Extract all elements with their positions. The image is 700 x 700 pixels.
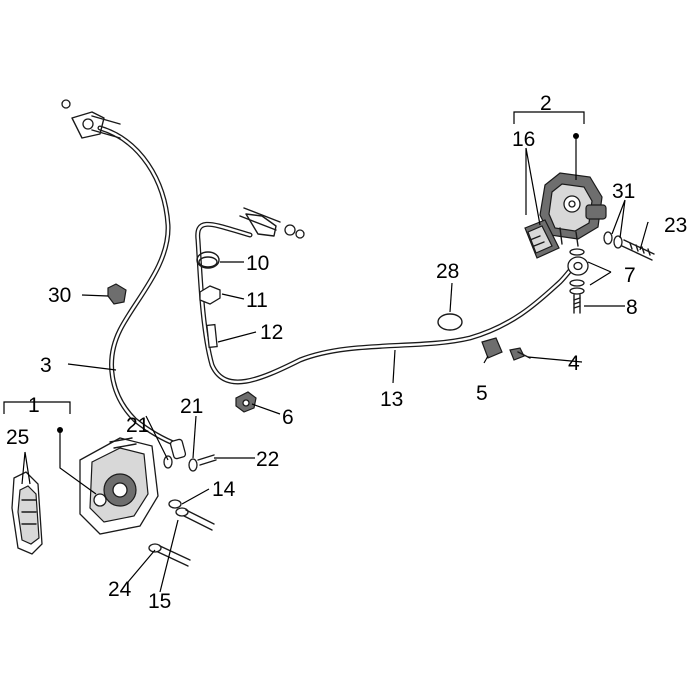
clip-30 [107, 283, 127, 305]
ring-28 [437, 313, 463, 331]
clip-6 [235, 391, 257, 413]
assembly-marker-2 [573, 133, 579, 139]
brake-caliper [79, 437, 159, 535]
label-21-left: 21 [126, 414, 149, 437]
label-11: 11 [246, 289, 268, 312]
caliper-hardware [148, 454, 217, 567]
label-23: 23 [664, 214, 687, 237]
label-14: 14 [212, 478, 236, 501]
master-cylinder-hardware [569, 231, 655, 314]
brake-hose-13 [195, 207, 589, 385]
label-10: 10 [246, 252, 269, 275]
brake-pads [11, 471, 43, 555]
label-13: 13 [380, 388, 403, 411]
fluid-reservoir [524, 219, 560, 259]
assembly-marker-1 [57, 427, 63, 433]
label-30: 30 [48, 284, 71, 307]
label-25: 25 [6, 426, 29, 449]
leader-lines [3, 111, 649, 593]
label-5: 5 [476, 382, 488, 405]
label-3: 3 [40, 354, 52, 377]
clip-11 [199, 285, 221, 305]
label-7: 7 [624, 264, 636, 287]
label-24: 24 [108, 578, 132, 601]
brake-hose-3 [61, 99, 187, 460]
bracket-5 [481, 337, 503, 359]
screw-4 [509, 347, 531, 361]
label-6: 6 [282, 406, 294, 429]
label-4: 4 [568, 352, 580, 375]
label-1: 1 [28, 394, 40, 417]
label-28: 28 [436, 260, 459, 283]
master-cylinder [539, 172, 607, 247]
label-15: 15 [148, 590, 171, 613]
label-16: 16 [512, 128, 535, 151]
label-21-right: 21 [180, 395, 203, 418]
label-8: 8 [626, 296, 638, 319]
clip-10 [196, 251, 220, 269]
label-31: 31 [612, 180, 635, 203]
label-12: 12 [260, 321, 283, 344]
sleeve-12 [206, 323, 218, 349]
part-labels: 1 2 3 4 5 6 7 8 10 11 12 13 14 15 16 21 … [6, 92, 687, 613]
label-22: 22 [256, 448, 279, 471]
label-2: 2 [540, 92, 552, 115]
